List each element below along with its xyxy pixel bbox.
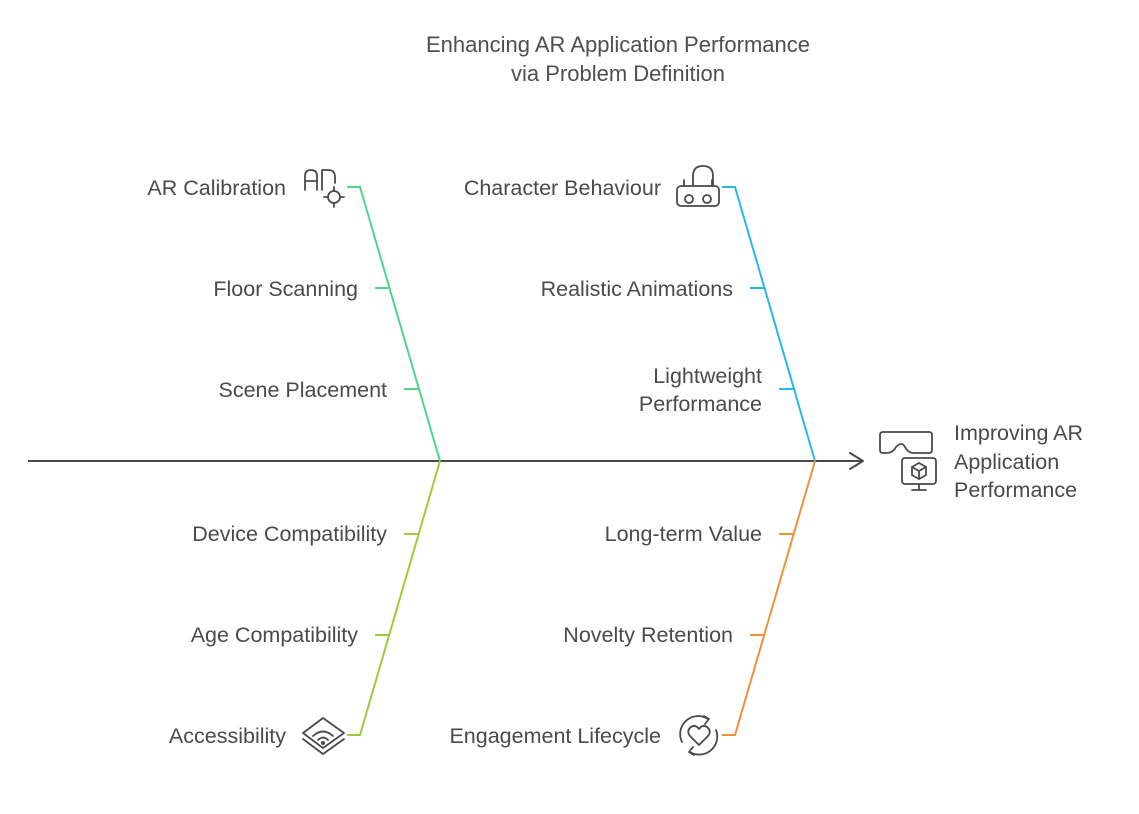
- cause-label-lightweight-performance: Lightweight Performance: [638, 364, 762, 416]
- bone-compatibility: [347, 460, 441, 736]
- bone-calibration: [347, 186, 441, 462]
- cause-label-device-compatibility: Device Compatibility: [192, 522, 387, 546]
- vr-headset-cube-icon: [879, 431, 937, 491]
- cause-label-long-term-value: Long-term Value: [604, 522, 762, 546]
- cause-label-age-compatibility: Age Compatibility: [190, 623, 358, 647]
- category-label-engagement: Engagement Lifecycle: [449, 724, 661, 748]
- cause-label-scene-placement: Scene Placement: [218, 378, 387, 402]
- title-line-1: Enhancing AR Application Performance: [425, 32, 810, 57]
- category-label-character: Character Behaviour: [463, 176, 661, 200]
- cause-label-floor-scanning: Floor Scanning: [213, 277, 358, 301]
- effect-label: Improving AR Application Performance: [954, 421, 1084, 502]
- bone-engagement: [722, 460, 816, 736]
- cause-label-realistic-animations: Realistic Animations: [540, 277, 733, 301]
- category-label-compatibility: Accessibility: [168, 724, 286, 748]
- vr-headset-person-icon: [676, 165, 720, 207]
- accessibility-layers-icon: [302, 717, 345, 755]
- category-label-calibration: AR Calibration: [147, 176, 286, 200]
- cause-label-novelty-retention: Novelty Retention: [563, 623, 733, 647]
- bone-character: [722, 186, 816, 462]
- spine-arrowhead: [849, 452, 864, 470]
- diagram-title: Enhancing AR Application Performance via…: [368, 30, 868, 88]
- title-line-2: via Problem Definition: [511, 61, 725, 86]
- ar-target-icon: [304, 169, 345, 208]
- heart-cycle-icon: [679, 715, 719, 756]
